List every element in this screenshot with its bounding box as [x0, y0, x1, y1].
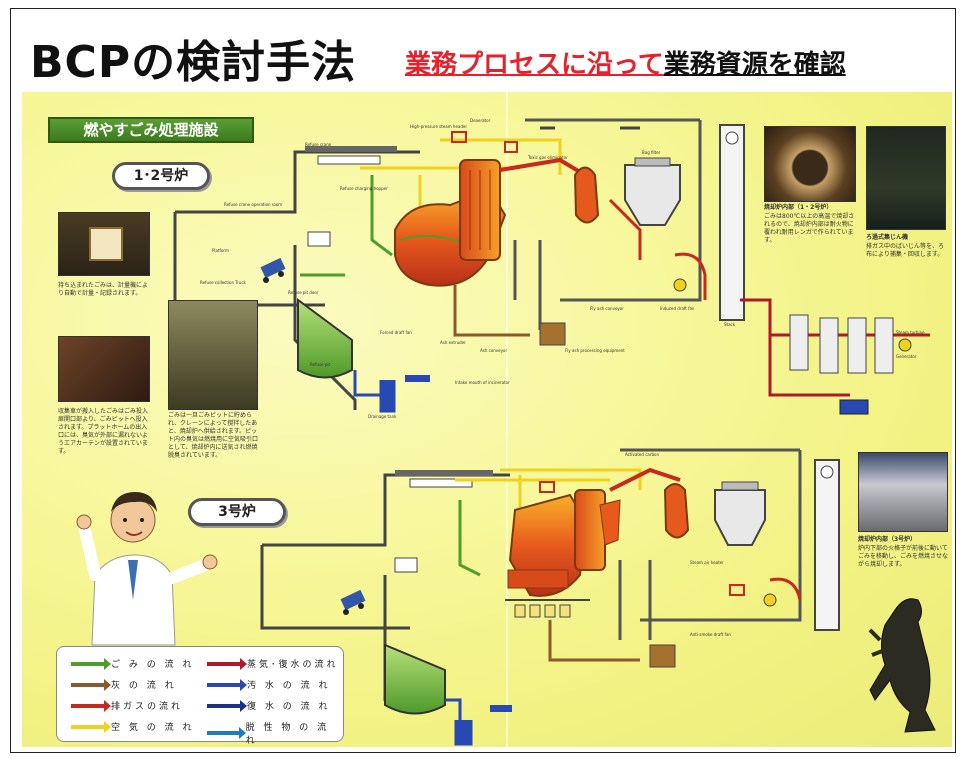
legend-label: 脱 性 物 の 流 れ — [245, 723, 330, 746]
caption-furnace-3-text: 炉内下部の火格子が前後に動いてごみを移動し、ごみを燃焼させながら焼却します。 — [858, 545, 949, 568]
label-charging: Refuse charging hopper — [340, 186, 388, 191]
page-subtitle: 業務プロセスに沿って業務資源を確認 — [405, 44, 846, 81]
label-platform: Platform — [212, 248, 229, 253]
legend-label: 灰 の 流 れ — [111, 681, 177, 691]
label-crane-op: Refuse crane operation room — [224, 202, 283, 207]
label-stack: Stack — [724, 322, 736, 327]
arrow-icon — [207, 699, 247, 712]
photo-refuse-pit — [168, 300, 258, 410]
legend-label: ご み の 流 れ — [111, 660, 195, 670]
flow-legend: ご み の 流 れ 灰 の 流 れ 排ガスの流れ 空 気 の 流 れ 蒸気･復水… — [56, 646, 344, 746]
unit-label-3: 3号炉 — [188, 498, 286, 526]
legend-label: 復 水 の 流 れ — [247, 702, 331, 712]
subtitle-black-part: 業務資源を確認 — [663, 50, 846, 80]
legend-item: 排ガスの流れ — [71, 699, 183, 712]
legend-label: 排ガスの流れ — [111, 702, 184, 712]
caption-weighbridge: 持ち込まれたごみは、計量機により自動で計量・記録されます。 — [58, 282, 149, 297]
collection-truck-icon — [260, 257, 286, 283]
caption-furnace-3-title: 焼却炉内部（3号炉） — [858, 536, 917, 543]
legend-label: 蒸気･復水の流れ — [247, 660, 339, 670]
caption-bag-filter-text: 排ガス中のばいじん等を、ろ布により捕集・回収します。 — [866, 243, 945, 258]
facility-label: 燃やすごみ処理施設 — [48, 117, 254, 143]
arrow-icon — [71, 720, 111, 733]
label-refuse-crane: Refuse crane — [305, 142, 332, 147]
legend-item: 灰 の 流 れ — [71, 678, 177, 691]
legend-label: 空 気 の 流 れ — [111, 723, 195, 733]
label-steam-turbine: Steam turbine — [896, 330, 925, 335]
caption-platform: 収集車が搬入したごみはごみ投入扉開口部より、ごみピットへ投入されます。プラットホ… — [58, 408, 149, 455]
label-bag-filter: Bag filter — [642, 150, 661, 155]
label-deaerator: Deaerator — [470, 118, 491, 123]
page-title: BCPの検討手法 — [30, 37, 357, 88]
label-forced: Forced draft fan — [380, 330, 412, 335]
arrow-icon — [207, 727, 246, 739]
photo-furnace-interior-1-2 — [764, 126, 856, 202]
legend-item: 復 水 の 流 れ — [207, 699, 330, 712]
photo-weighbridge — [58, 212, 150, 276]
caption-bag-filter-title: ろ過式集じん機 — [866, 234, 909, 241]
plant-units-1-2 — [173, 118, 930, 415]
toxic-gas-eliminator — [573, 166, 600, 224]
plant-unit-3 — [260, 448, 840, 746]
bag-filter — [624, 164, 681, 226]
label-induced: Induced draft fan — [660, 306, 695, 311]
legend-item: ご み の 流 れ — [71, 657, 194, 670]
label-generator: Generator — [896, 354, 917, 359]
caption-furnace-1-2-title: 焼却炉内部（1・2号炉） — [764, 204, 833, 211]
refuse-pit — [297, 298, 353, 379]
label-activated-carbon: Activated carbon — [625, 452, 660, 457]
label-drainage: Drainage tank — [368, 414, 397, 419]
legend-item: 蒸気･復水の流れ — [207, 657, 339, 670]
scientist-figure-icon — [76, 492, 218, 646]
photo-bag-filter — [866, 126, 946, 230]
caption-furnace-1-2-text: ごみは800℃以上の高温で焼却されるので、焼却炉内部は耐火物に覆われ耐用レンガで… — [764, 213, 855, 244]
label-toxic-gas: Toxic gas eliminator — [528, 155, 568, 160]
photo-platform — [58, 336, 150, 402]
arrow-icon — [71, 657, 111, 670]
label-mouth: Intake mouth of incinerator — [455, 380, 510, 385]
legend-item: 脱 性 物 の 流 れ — [207, 720, 343, 746]
legend-label: 汚 水 の 流 れ — [247, 681, 331, 691]
label-anti-smoke: Anti-smoke draft fan — [690, 632, 731, 637]
collection-truck-icon-3 — [340, 589, 366, 615]
arrow-icon — [207, 657, 247, 670]
subtitle-red-part: 業務プロセスに沿って — [405, 50, 664, 80]
arrow-icon — [207, 678, 247, 691]
legend-item: 汚 水 の 流 れ — [207, 678, 330, 691]
label-high-pressure: High-pressure steam header — [410, 124, 468, 129]
legend-item: 空 気 の 流 れ — [71, 720, 194, 733]
label-ash-extruder: Ash extruder — [440, 340, 466, 345]
unit-label-1-2: 1･2号炉 — [112, 162, 210, 190]
arrow-icon — [71, 699, 111, 712]
monster-figure-icon — [868, 598, 936, 733]
caption-refuse-pit: ごみは一旦ごみピットに貯められ、クレーンによって撹拌したあと、焼却炉へ供給されま… — [168, 412, 259, 459]
stack — [719, 124, 745, 321]
label-fly-ash: Fly ash conveyor — [590, 306, 624, 311]
label-refuse-pit: Refuse pit — [310, 362, 331, 367]
arrow-icon — [71, 678, 111, 691]
label-pit-door: Refuse pit door — [288, 290, 319, 295]
label-air-heater: Steam air heater — [690, 560, 724, 565]
label-ash-proc: Fly ash processing equipment — [565, 348, 625, 353]
label-ash-conveyor: Ash conveyor — [480, 348, 508, 353]
label-collection: Refuse collection Truck — [200, 280, 246, 285]
photo-furnace-interior-3 — [858, 452, 948, 532]
refuse-pit-3 — [384, 643, 446, 715]
